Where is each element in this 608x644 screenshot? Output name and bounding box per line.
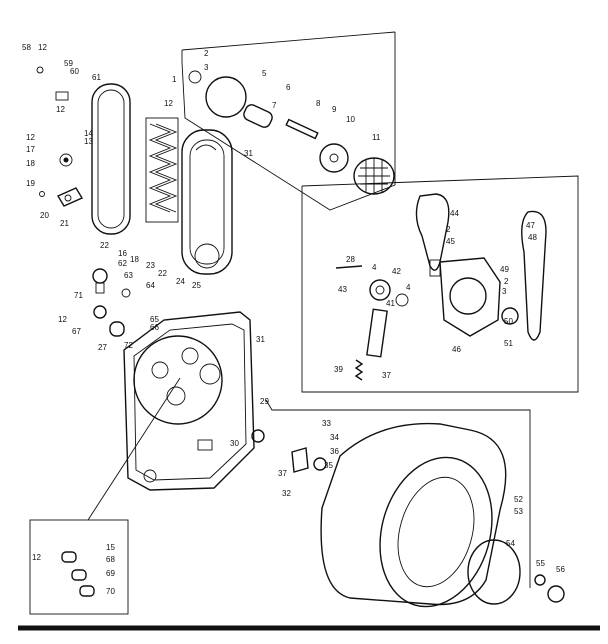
callout-36: 36 (330, 447, 339, 456)
drum-panel-frame (265, 399, 531, 588)
callout-67: 67 (72, 327, 81, 336)
callout-13: 13 (84, 137, 93, 146)
callout-18: 18 (26, 159, 35, 168)
callout-22b: 22 (158, 269, 167, 278)
callout-29: 29 (260, 397, 269, 406)
callout-66: 66 (150, 323, 159, 332)
callout-47: 47 (526, 221, 535, 230)
callout-19: 19 (26, 179, 35, 188)
thermostat-parts (92, 268, 131, 337)
callout-52: 52 (514, 495, 523, 504)
idler-small-parts (36, 66, 84, 207)
callout-41: 41 (386, 299, 395, 308)
callout-25: 25 (192, 281, 201, 290)
callout-2a: 2 (204, 49, 209, 58)
callout-32: 32 (282, 489, 291, 498)
callout-70: 70 (106, 587, 115, 596)
callout-5: 5 (262, 69, 267, 78)
callout-12b: 12 (56, 105, 65, 114)
callout-12a: 12 (38, 43, 47, 52)
callout-65: 65 (150, 315, 159, 324)
blower-parts (188, 70, 395, 195)
callout-28: 28 (346, 255, 355, 264)
callout-12c: 12 (26, 133, 35, 142)
callout-39: 39 (334, 365, 343, 374)
callout-30: 30 (230, 439, 239, 448)
heater-housing-part (181, 129, 233, 275)
callout-22a: 22 (100, 241, 109, 250)
callout-56: 56 (556, 565, 565, 574)
callout-68: 68 (106, 555, 115, 564)
callout-63: 63 (124, 271, 133, 280)
callout-62: 62 (118, 259, 127, 268)
motor-panel-parts (335, 193, 547, 381)
inset-box-frame (29, 377, 181, 615)
callout-64: 64 (146, 281, 155, 290)
drum-belt-part (91, 83, 131, 235)
callout-31b: 31 (256, 335, 265, 344)
callout-21: 21 (60, 219, 69, 228)
callout-2c: 2 (504, 277, 509, 286)
callout-34: 34 (330, 433, 339, 442)
heater-element-part (145, 117, 179, 223)
callout-3b: 3 (502, 287, 507, 296)
callout-48: 48 (528, 233, 537, 242)
top-right-panel-frame (181, 31, 396, 211)
callout-23: 23 (146, 261, 155, 270)
callout-12e: 12 (58, 315, 67, 324)
callout-4a: 4 (372, 263, 377, 272)
callout-12d: 12 (164, 99, 173, 108)
callout-18b: 18 (130, 255, 139, 264)
callout-58: 58 (22, 43, 31, 52)
callout-54: 54 (506, 539, 515, 548)
callout-1: 1 (172, 75, 177, 84)
callout-9: 9 (332, 105, 337, 114)
callout-2b: 2 (446, 225, 451, 234)
callout-20: 20 (40, 211, 49, 220)
callout-42: 42 (392, 267, 401, 276)
rear-bulkhead-part (123, 311, 255, 491)
callout-45: 45 (446, 237, 455, 246)
callout-7: 7 (272, 101, 277, 110)
motor-panel-frame (301, 175, 579, 393)
callout-12f: 12 (32, 553, 41, 562)
callout-16: 16 (118, 249, 127, 258)
inset-box-parts (61, 551, 95, 597)
callout-15: 15 (106, 543, 115, 552)
drum-part (251, 422, 565, 608)
callout-43: 43 (338, 285, 347, 294)
callout-14: 14 (84, 129, 93, 138)
callout-46: 46 (452, 345, 461, 354)
callout-8: 8 (316, 99, 321, 108)
callout-37a: 37 (382, 371, 391, 380)
callout-31a: 31 (244, 149, 253, 158)
callout-53: 53 (514, 507, 523, 516)
callout-33: 33 (322, 419, 331, 428)
callout-72: 72 (124, 341, 133, 350)
callout-6: 6 (286, 83, 291, 92)
callout-49: 49 (500, 265, 509, 274)
callout-27: 27 (98, 343, 107, 352)
callout-10: 10 (346, 115, 355, 124)
callout-24: 24 (176, 277, 185, 286)
callout-61: 61 (92, 73, 101, 82)
callout-4b: 4 (406, 283, 411, 292)
callout-44: 44 (450, 209, 459, 218)
callout-51: 51 (504, 339, 513, 348)
callout-50: 50 (504, 317, 513, 326)
callout-11: 11 (372, 133, 381, 142)
callout-35: 35 (324, 461, 333, 470)
callout-17: 17 (26, 145, 35, 154)
callout-71: 71 (74, 291, 83, 300)
callout-55: 55 (536, 559, 545, 568)
callout-60: 60 (70, 67, 79, 76)
callout-37b: 37 (278, 469, 287, 478)
callout-3: 3 (204, 63, 209, 72)
callout-59: 59 (64, 59, 73, 68)
callout-69: 69 (106, 569, 115, 578)
